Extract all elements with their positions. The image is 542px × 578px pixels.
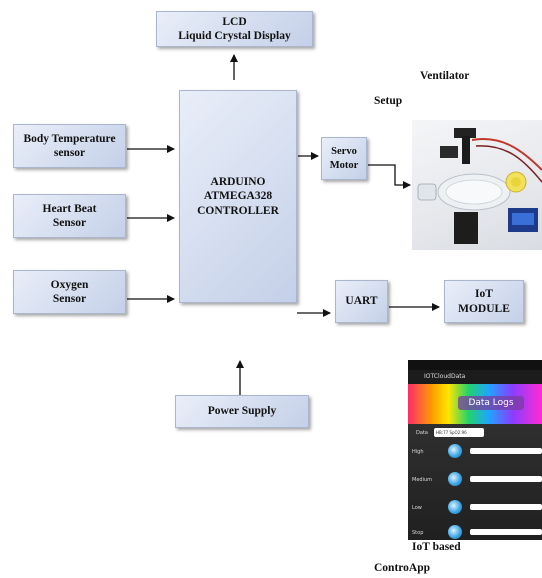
contro-app-label: ControApp (374, 562, 431, 574)
uart-label: UART (345, 295, 378, 308)
iot-based-label: IoT based (412, 541, 461, 553)
heart-beat-line1: Heart Beat (42, 202, 97, 215)
phone-data-value: HB:77 SpO2:96 (436, 430, 467, 435)
medium-button[interactable] (448, 472, 462, 486)
iot-module-block: IoT MODULE (444, 280, 524, 323)
stop-bar (470, 529, 542, 535)
iot-line1: IoT (475, 288, 493, 301)
phone-row-label-high: High (412, 449, 424, 455)
arduino-line1: ARDUINO (210, 175, 266, 188)
body-temperature-sensor-block: Body Temperature sensor (13, 124, 126, 168)
low-bar (470, 504, 542, 510)
servo-line1: Servo (331, 146, 357, 158)
phone-body: Data HB:77 SpO2:96 High Medium Low Stop (408, 424, 542, 540)
arduino-line3: CONTROLLER (197, 204, 279, 217)
ventilator-label: Ventilator (420, 70, 470, 82)
oxygen-line1: Oxygen (50, 278, 89, 291)
iot-line2: MODULE (458, 302, 510, 315)
arduino-controller-block: ARDUINO ATMEGA328 CONTROLLER (179, 90, 297, 303)
body-temp-line1: Body Temperature (23, 132, 116, 145)
uart-block: UART (335, 280, 388, 323)
lcd-title: LCD (222, 15, 247, 28)
power-supply-block: Power Supply (175, 395, 309, 428)
phone-app-title: IOTCloudData (408, 370, 542, 384)
power-label: Power Supply (207, 405, 277, 418)
body-temp-line2: sensor (53, 147, 86, 159)
phone-row-label-medium: Medium (412, 477, 432, 483)
arduino-line2: ATMEGA328 (203, 190, 273, 203)
stop-button[interactable] (448, 525, 462, 539)
iot-app-phone-screenshot: IOTCloudData Data Logs Data HB:77 SpO2:9… (408, 360, 542, 540)
ventilator-photo (412, 120, 542, 250)
phone-row-label-low: Low (412, 505, 422, 511)
ventilator-illustration (417, 128, 542, 244)
heart-beat-line2: Sensor (52, 217, 87, 229)
phone-banner: Data Logs (408, 384, 542, 424)
setup-label: Setup (374, 95, 403, 107)
phone-data-field[interactable]: HB:77 SpO2:96 (434, 428, 484, 437)
phone-banner-title: Data Logs (458, 396, 524, 410)
phone-row-label-stop: Stop (412, 530, 424, 536)
high-button[interactable] (448, 444, 462, 458)
phone-status-bar (408, 360, 542, 370)
phone-data-label: Data (416, 430, 428, 436)
servo-line2: Motor (329, 159, 359, 171)
arrow-servo-to-ventilator (368, 164, 411, 189)
oxygen-line2: Sensor (52, 293, 87, 305)
medium-bar (470, 476, 542, 482)
low-button[interactable] (448, 500, 462, 514)
high-bar (470, 448, 542, 454)
lcd-subtitle: Liquid Crystal Display (178, 30, 291, 42)
servo-motor-block: Servo Motor (321, 137, 367, 180)
heart-beat-sensor-block: Heart Beat Sensor (13, 194, 126, 238)
oxygen-sensor-block: Oxygen Sensor (13, 270, 126, 314)
lcd-block: LCD Liquid Crystal Display (156, 11, 313, 47)
